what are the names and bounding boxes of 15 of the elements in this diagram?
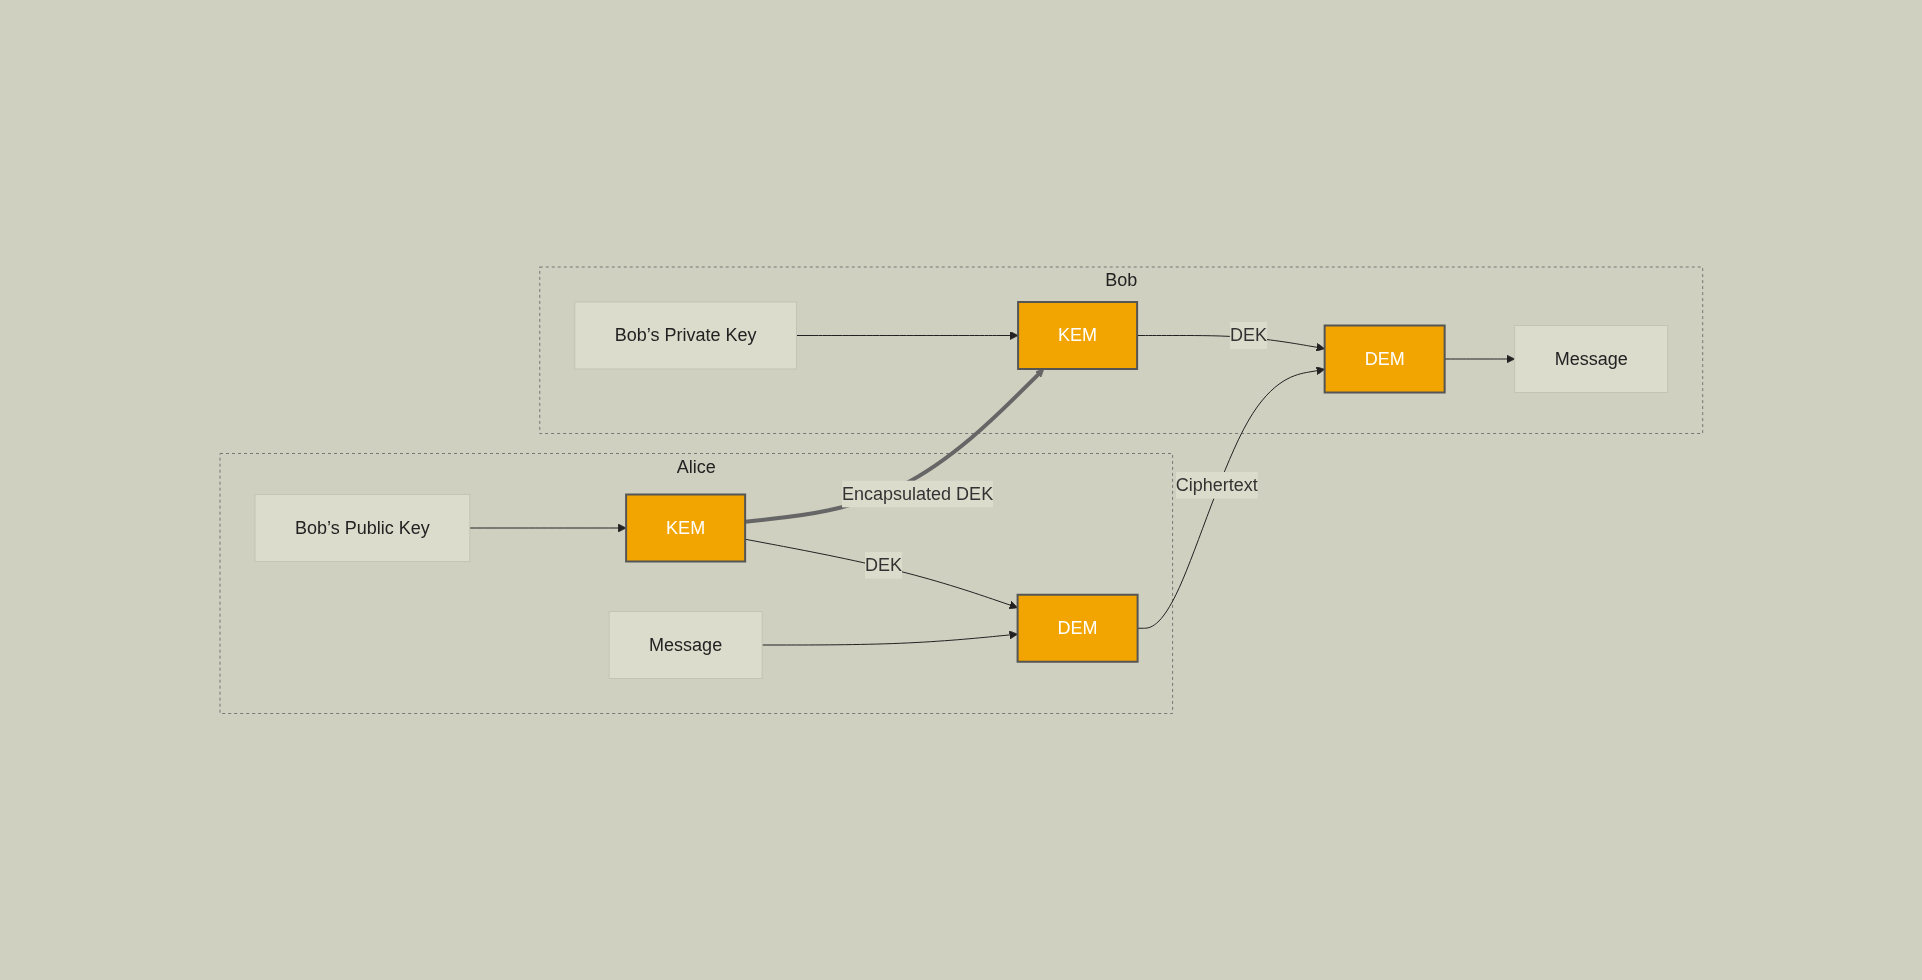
node-box: KEM xyxy=(624,493,746,563)
node-box: Bob’s Private Key xyxy=(573,301,797,370)
node-box: KEM xyxy=(1016,300,1138,370)
node-box: Message xyxy=(608,610,763,679)
edge-label: Ciphertext xyxy=(1175,474,1258,495)
edge-label: DEK xyxy=(864,554,902,575)
node-box: Bob’s Public Key xyxy=(254,493,470,562)
edge-label: DEK xyxy=(1229,324,1267,345)
node-box: DEM xyxy=(1016,593,1139,663)
arrow xyxy=(761,630,1018,646)
arrow xyxy=(744,368,1044,524)
node-box: Message xyxy=(1513,324,1668,393)
node-box: DEM xyxy=(1323,324,1446,394)
edge-label: Encapsulated DEK xyxy=(841,483,993,504)
arrow xyxy=(744,538,1018,609)
